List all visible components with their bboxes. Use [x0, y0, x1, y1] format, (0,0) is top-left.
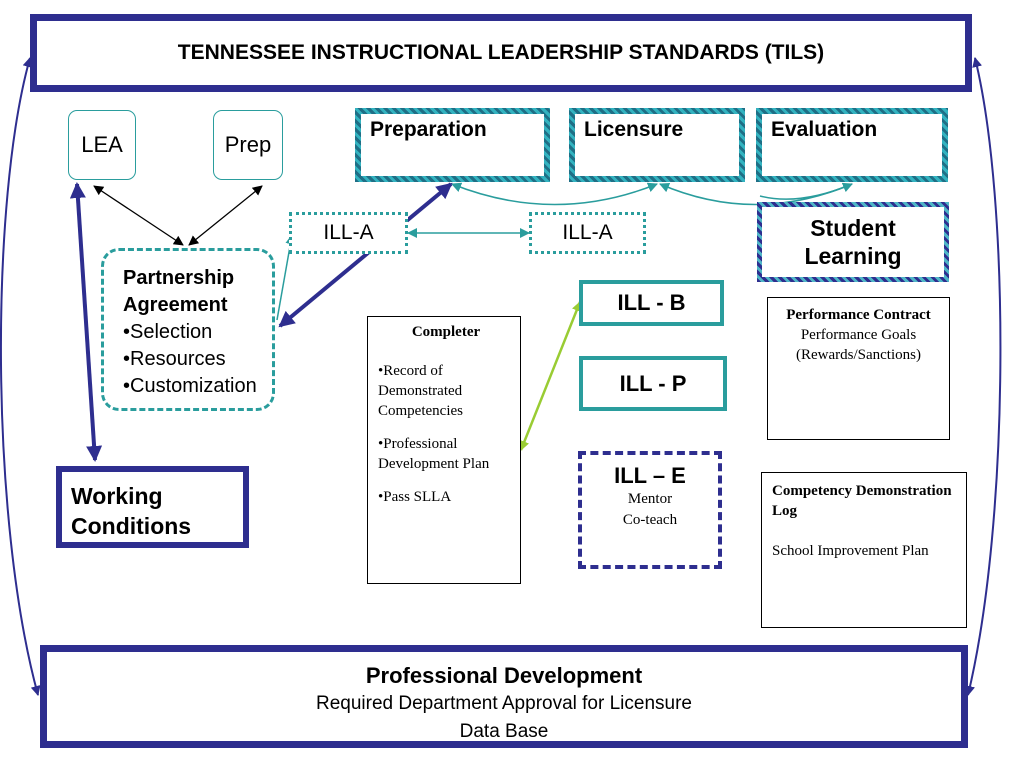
completer-heading: Completer — [411, 324, 481, 340]
title-banner: TENNESSEE INSTRUCTIONAL LEADERSHIP STAND… — [30, 14, 972, 92]
preparation-label: Preparation — [361, 114, 544, 176]
ill-a-right-label: ILL-A — [562, 221, 613, 244]
competency-log-line1: School Improvement Plan — [772, 543, 929, 559]
lea-box: LEA — [68, 110, 136, 180]
prep-to-partnership-arrow — [188, 185, 263, 246]
partnership-heading-line2: Agreement — [123, 294, 228, 316]
preparation-licensure-arc — [451, 182, 658, 206]
completer-box: Completer •Record of Demonstrated Compet… — [367, 316, 521, 584]
performance-contract-box: Performance Contract Performance Goals (… — [767, 297, 950, 440]
ill-a-right-box: ILL-A — [529, 212, 646, 254]
lea-label: LEA — [81, 132, 123, 157]
working-conditions-line1: Working — [71, 483, 163, 509]
completer-item: •Record of Demonstrated Competencies — [378, 363, 463, 419]
preparation-stage-box: Preparation — [355, 108, 550, 182]
licensure-stage-box: Licensure — [569, 108, 745, 182]
performance-contract-line2: (Rewards/Sanctions) — [796, 347, 921, 363]
professional-development-box: Professional Development Required Depart… — [40, 645, 968, 748]
ill-e-line1: Mentor — [627, 491, 673, 507]
ill-a-left-label: ILL-A — [323, 221, 374, 244]
ill-e-heading: ILL – E — [614, 463, 686, 488]
prep-box: Prep — [213, 110, 283, 180]
licensure-label: Licensure — [575, 114, 739, 176]
ill-e-box: ILL – E Mentor Co-teach — [578, 451, 722, 569]
performance-contract-heading: Performance Contract — [786, 307, 931, 323]
completer-ill-b-arrow — [519, 301, 582, 451]
competency-log-box: Competency Demonstration Log School Impr… — [761, 472, 967, 628]
partnership-agreement-box: Partnership Agreement •Selection •Resour… — [101, 248, 275, 411]
student-learning-line2: Learning — [804, 243, 902, 269]
partnership-preparation-arrow — [278, 182, 453, 328]
lea-to-partnership-arrow — [93, 185, 184, 246]
professional-development-line2: Data Base — [459, 721, 549, 742]
working-conditions-line2: Conditions — [71, 513, 192, 539]
competency-log-heading: Competency Demonstration Log — [772, 483, 952, 519]
ill-e-line2: Co-teach — [622, 512, 678, 528]
completer-item: •Pass SLLA — [378, 489, 452, 505]
evaluation-stage-box: Evaluation — [756, 108, 948, 182]
ill-p-box: ILL - P — [579, 356, 727, 411]
working-conditions-box: Working Conditions — [56, 466, 249, 548]
ill-b-label: ILL - B — [617, 290, 686, 315]
partnership-item: •Resources — [123, 348, 226, 370]
professional-development-heading: Professional Development — [365, 663, 643, 688]
student-learning-box: Student Learning — [757, 202, 949, 282]
prep-label: Prep — [224, 132, 272, 157]
lea-working-conditions-arrow — [69, 182, 103, 462]
partnership-heading-line1: Partnership — [123, 267, 235, 289]
ill-a-left-box: ILL-A — [289, 212, 408, 254]
right-loop-arrow — [965, 57, 1002, 696]
completer-item: •Professional Development Plan — [378, 436, 490, 472]
left-loop-arrow — [0, 57, 41, 696]
professional-development-line1: Required Department Approval for Licensu… — [316, 693, 692, 714]
evaluation-student-arc — [759, 182, 853, 200]
ill-b-box: ILL - B — [579, 280, 724, 326]
page-title: TENNESSEE INSTRUCTIONAL LEADERSHIP STAND… — [177, 41, 825, 64]
student-learning-line1: Student — [810, 215, 896, 241]
partnership-item: •Customization — [123, 375, 257, 397]
ill-p-label: ILL - P — [619, 370, 687, 396]
performance-contract-line1: Performance Goals — [800, 327, 917, 343]
evaluation-label: Evaluation — [762, 114, 942, 176]
partnership-item: •Selection — [123, 321, 213, 343]
